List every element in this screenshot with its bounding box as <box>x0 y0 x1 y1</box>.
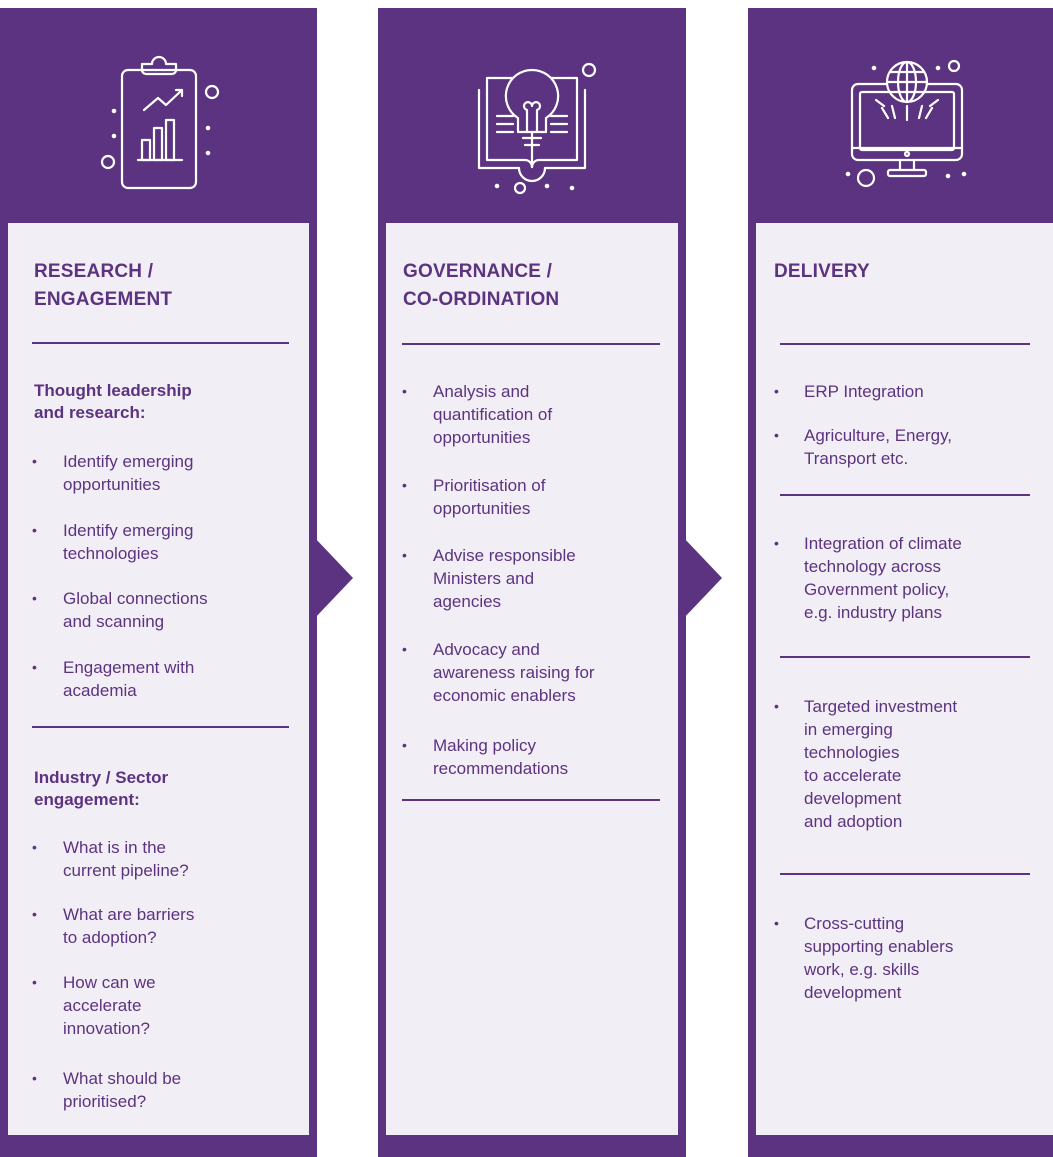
list-item: What are barriers to adoption? <box>63 905 195 947</box>
bullet-icon: • <box>32 590 37 606</box>
list-item: Agriculture, Energy, Transport etc. <box>804 426 953 468</box>
column-delivery: DELIVERY • ERP Integration • Agriculture… <box>748 8 1053 1157</box>
bullet-icon: • <box>402 737 407 753</box>
list-item: How can we accelerate innovation? <box>63 973 156 1038</box>
list-item: Engagement with academia <box>63 658 195 700</box>
divider <box>32 342 289 344</box>
list-item: Making policy recommendations <box>433 736 569 778</box>
list-item: Advocacy and awareness raising for econo… <box>433 640 595 705</box>
bullet-icon: • <box>774 698 779 714</box>
divider <box>402 343 660 345</box>
divider <box>402 799 660 801</box>
column-title: RESEARCH / ENGAGEMENT <box>34 261 173 310</box>
column-title: GOVERNANCE / CO-ORDINATION <box>403 261 560 310</box>
bullet-icon: • <box>402 641 407 657</box>
column-footer <box>386 1135 678 1157</box>
bullet-icon: • <box>774 383 779 399</box>
list-item: Cross-cutting supporting enablers work, … <box>804 914 954 1002</box>
clipboard-chart-icon <box>84 48 234 198</box>
arrow-right-icon <box>682 536 722 620</box>
bullet-icon: • <box>32 522 37 538</box>
bullet-icon: • <box>32 906 37 922</box>
bullet-icon: • <box>402 477 407 493</box>
list-item: Identify emerging opportunities <box>63 452 194 494</box>
list-item: Advise responsible Ministers and agencie… <box>433 546 576 611</box>
arrow-right-icon <box>313 536 353 620</box>
bullet-icon: • <box>32 1070 37 1086</box>
divider <box>780 494 1030 496</box>
list-item: Integration of climate technology across… <box>804 534 962 622</box>
section-heading: Thought leadership and research: <box>34 381 192 422</box>
divider <box>780 873 1030 875</box>
bullet-icon: • <box>402 547 407 563</box>
list-item: What is in the current pipeline? <box>63 838 189 880</box>
globe-monitor-icon <box>830 48 980 198</box>
list-item: Targeted investment in emerging technolo… <box>804 697 958 831</box>
bullet-icon: • <box>32 974 37 990</box>
section-heading: Industry / Sector engagement: <box>34 768 169 809</box>
list-item: What should be prioritised? <box>63 1069 182 1111</box>
divider <box>32 726 289 728</box>
list-item: ERP Integration <box>804 382 924 401</box>
column-header <box>386 8 678 223</box>
column-footer <box>8 1135 309 1157</box>
column-footer <box>756 1135 1053 1157</box>
list-item: Prioritisation of opportunities <box>433 476 546 518</box>
bullet-icon: • <box>32 839 37 855</box>
column-title: DELIVERY <box>774 261 870 282</box>
divider <box>780 343 1030 345</box>
column-research-engagement: RESEARCH / ENGAGEMENT Thought leadership… <box>0 8 317 1157</box>
lightbulb-book-icon <box>457 48 607 198</box>
bullet-icon: • <box>32 453 37 469</box>
bullet-icon: • <box>402 383 407 399</box>
list-item: Analysis and quantification of opportuni… <box>433 382 553 447</box>
bullet-icon: • <box>774 915 779 931</box>
column-header <box>8 8 309 223</box>
bullet-icon: • <box>774 427 779 443</box>
column-governance-coordination: GOVERNANCE / CO-ORDINATION • Analysis an… <box>378 8 686 1157</box>
column-header <box>756 8 1053 223</box>
divider <box>780 656 1030 658</box>
bullet-icon: • <box>32 659 37 675</box>
list-item: Global connections and scanning <box>63 589 208 631</box>
bullet-icon: • <box>774 535 779 551</box>
list-item: Identify emerging technologies <box>63 521 194 563</box>
